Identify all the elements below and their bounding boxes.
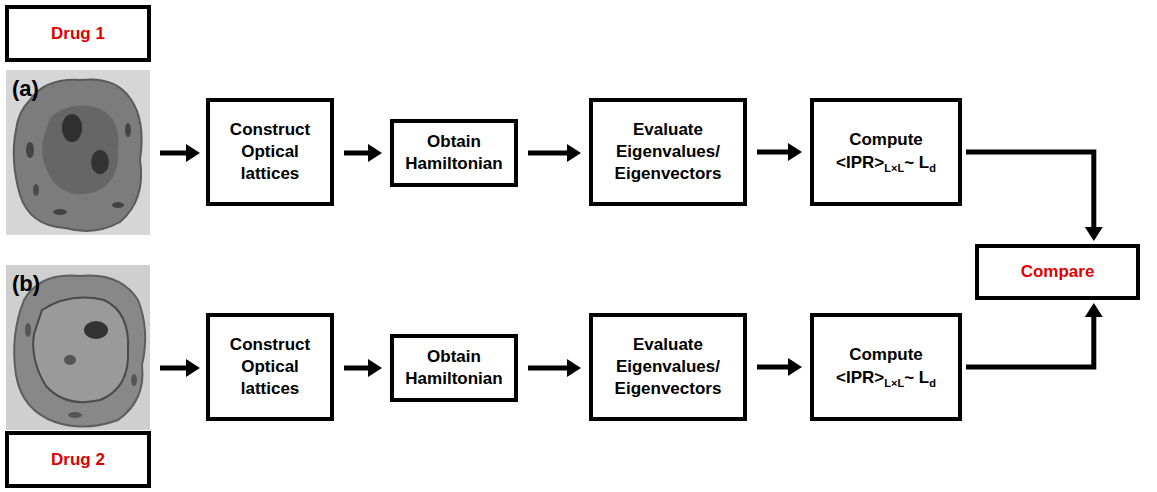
process-box: Evaluate Eigenvalues/ Eigenvectors: [589, 313, 747, 421]
box-content: Obtain Hamiltonian: [402, 131, 506, 175]
cell-image-a: [6, 70, 150, 235]
box-content: Evaluate Eigenvalues/ Eigenvectors: [601, 334, 735, 399]
compare-box: Compare: [975, 244, 1140, 300]
arrow-line: [966, 315, 1094, 367]
image-arrow: [160, 359, 200, 377]
flow-arrow: [528, 359, 581, 377]
arrowhead: [788, 358, 802, 376]
arrowhead: [368, 359, 382, 377]
process-box: Evaluate Eigenvalues/ Eigenvectors: [589, 98, 747, 206]
flow-arrow: [528, 144, 581, 162]
box-text: Construct Optical lattices: [218, 334, 322, 399]
text-line: <IPR>L×L~ Ld: [836, 152, 936, 176]
process-box: Construct Optical lattices: [206, 313, 334, 421]
arrow-line: [966, 152, 1094, 229]
flow-arrow: [966, 303, 1103, 367]
box-text: Compute: [849, 345, 923, 364]
arrow-line: [344, 366, 370, 371]
drug-box: Drug 2: [5, 431, 151, 488]
arrow-line: [528, 151, 569, 156]
subscript: L×L: [884, 162, 904, 174]
box-text: <IPR>: [836, 153, 884, 172]
box-content: Drug 2: [51, 449, 105, 471]
arrow-line: [528, 366, 569, 371]
subscript: d: [929, 162, 936, 174]
arrowhead: [1085, 303, 1103, 317]
box-text: Obtain Hamiltonian: [402, 346, 506, 390]
box-text: Drug 1: [51, 23, 105, 45]
arrow-line: [757, 150, 790, 155]
image-arrow: [160, 144, 200, 162]
box-text: Evaluate Eigenvalues/ Eigenvectors: [601, 334, 735, 399]
box-content: Compute <IPR>L×L~ Ld: [836, 344, 936, 391]
box-text: Compute: [849, 130, 923, 149]
box-text: Construct Optical lattices: [218, 119, 322, 184]
flow-arrow: [757, 358, 802, 376]
flow-arrow: [344, 359, 382, 377]
flow-arrow: [757, 143, 802, 161]
box-content: Obtain Hamiltonian: [402, 346, 506, 390]
box-content: Compute <IPR>L×L~ Ld: [836, 129, 936, 176]
arrowhead: [567, 144, 581, 162]
text-line: Compute: [836, 129, 936, 152]
process-box: Compute <IPR>L×L~ Ld: [810, 98, 962, 206]
panel-label: (b): [12, 271, 40, 297]
subscript: d: [929, 377, 936, 389]
box-content: Drug 1: [51, 23, 105, 45]
box-content: Construct Optical lattices: [218, 334, 322, 399]
flow-arrow: [344, 144, 382, 162]
box-text: <IPR>: [836, 368, 884, 387]
box-text: Evaluate Eigenvalues/ Eigenvectors: [601, 119, 735, 184]
panel-label: (a): [12, 76, 39, 102]
arrow-line: [757, 365, 790, 370]
arrowhead: [567, 359, 581, 377]
box-content: Construct Optical lattices: [218, 119, 322, 184]
cell-image-b: [6, 265, 150, 430]
process-box: Compute <IPR>L×L~ Ld: [810, 313, 962, 421]
arrowhead: [1085, 227, 1103, 241]
box-content: Evaluate Eigenvalues/ Eigenvectors: [601, 119, 735, 184]
arrowhead: [368, 144, 382, 162]
process-box: Obtain Hamiltonian: [390, 334, 518, 402]
box-text: Drug 2: [51, 449, 105, 471]
box-text: Compare: [1021, 261, 1095, 283]
flow-arrow: [966, 152, 1103, 241]
box-text: ~ L: [904, 368, 929, 387]
arrowhead: [788, 143, 802, 161]
text-line: <IPR>L×L~ Ld: [836, 367, 936, 391]
box-text: Obtain Hamiltonian: [402, 131, 506, 175]
box-text: ~ L: [904, 153, 929, 172]
process-box: Obtain Hamiltonian: [390, 119, 518, 187]
text-line: Compute: [836, 344, 936, 367]
process-box: Construct Optical lattices: [206, 98, 334, 206]
box-content: Compare: [1021, 261, 1095, 283]
drug-box: Drug 1: [5, 5, 151, 62]
arrow-line: [344, 151, 370, 156]
subscript: L×L: [884, 377, 904, 389]
